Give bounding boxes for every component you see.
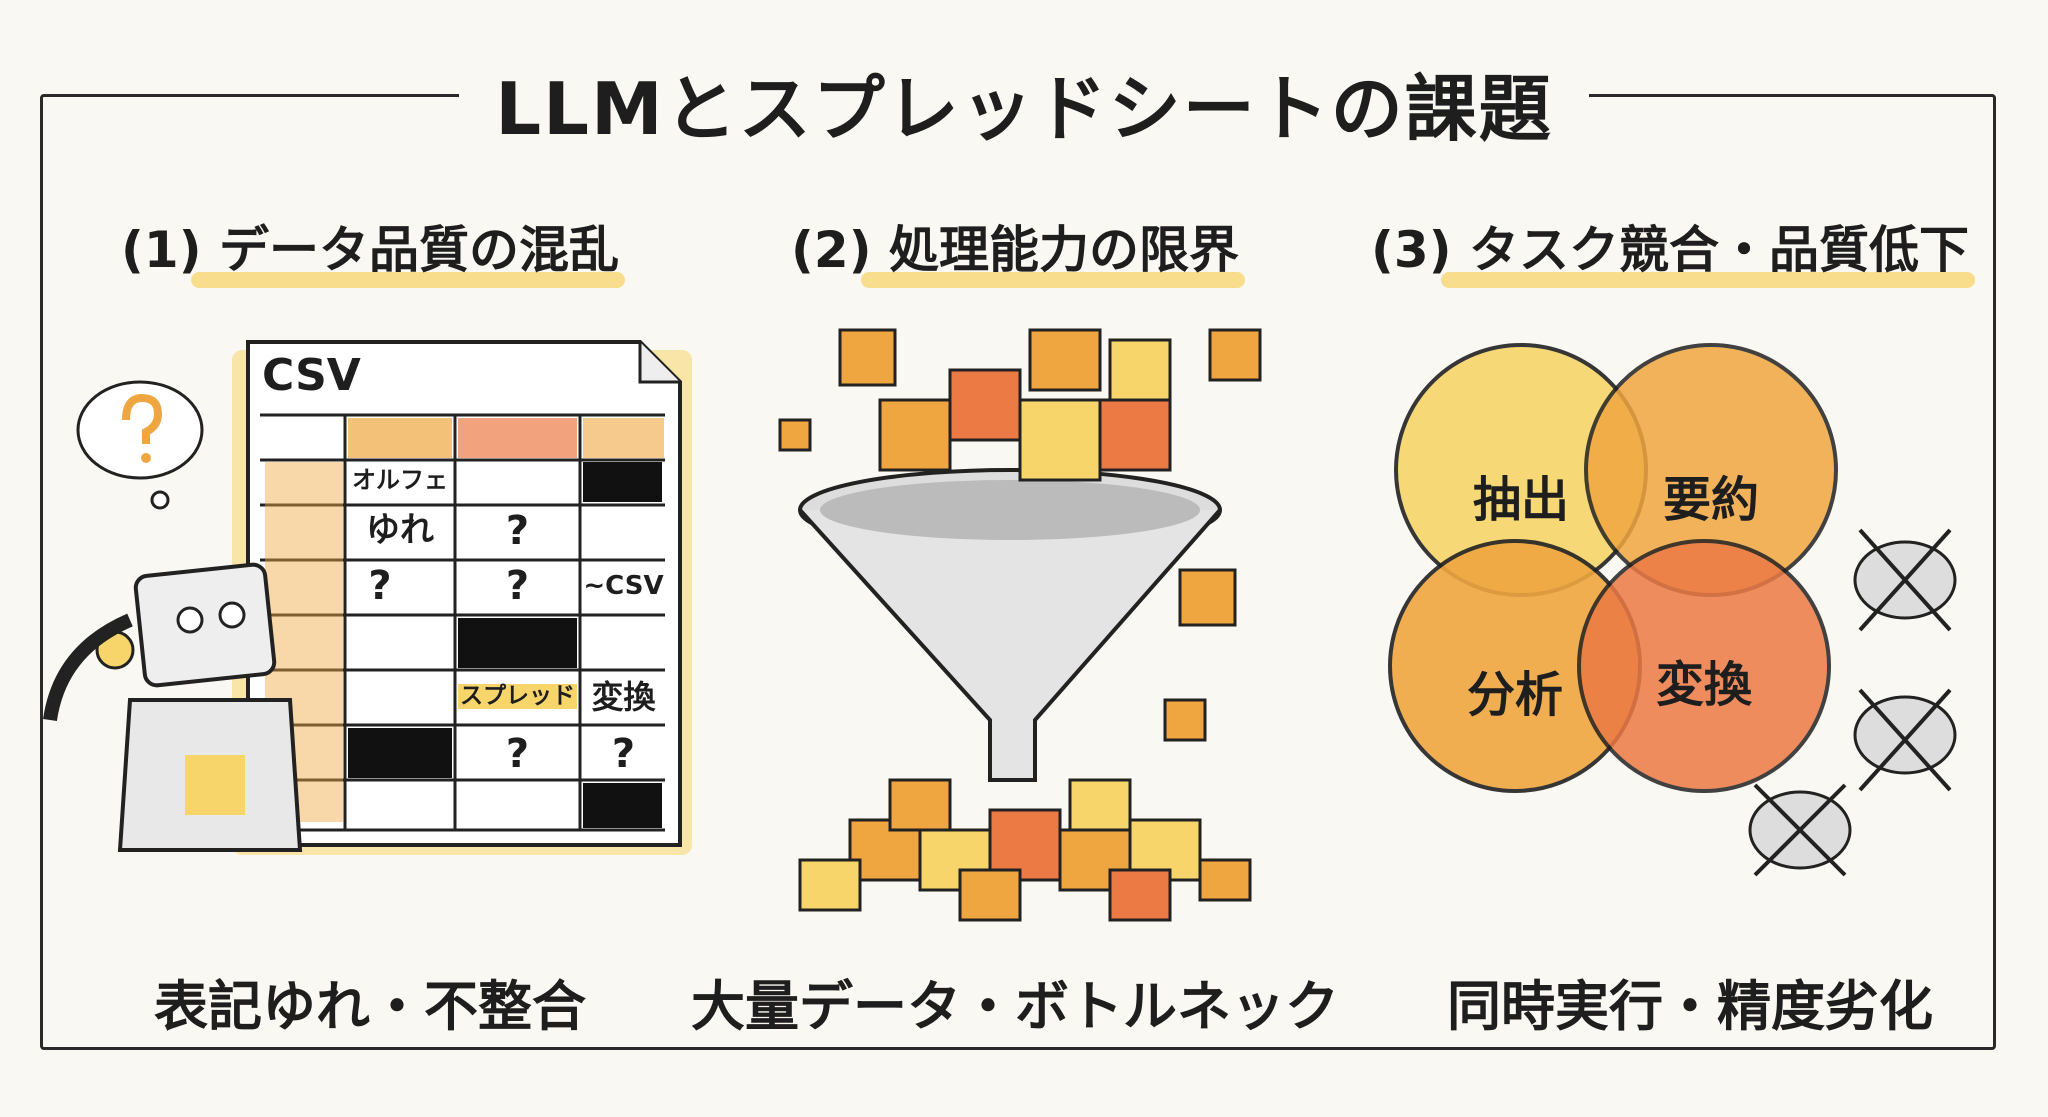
bubble-summarize: 要約 xyxy=(1662,472,1760,528)
sheet-cell: ? xyxy=(505,563,530,609)
sheet-cell: オルフェ xyxy=(352,466,448,494)
sheet-cell: ゆれ xyxy=(366,510,434,550)
sheet-cell: ~CSV xyxy=(583,571,664,601)
caption-processing-limit: 大量データ・ボトルネック xyxy=(691,975,1339,1038)
funnel-illustration xyxy=(798,468,1222,782)
section-heading-processing-limit: (2) 処理能力の限界 xyxy=(791,210,1245,288)
bubble-extract: 抽出 xyxy=(1472,472,1570,528)
confused-robot-illustration xyxy=(43,380,303,852)
sheet-cell: スプレッド xyxy=(458,683,577,710)
section-heading-task-conflict: (3) タスク競合・品質低下 xyxy=(1371,210,1975,288)
failure-clouds xyxy=(1748,528,1957,877)
page-title: LLMとスプレッドシートの課題 xyxy=(0,50,2048,155)
bubble-analyze: 分析 xyxy=(1466,667,1564,723)
task-bubbles xyxy=(1388,343,1838,793)
data-cubes xyxy=(778,328,1262,922)
bubble-transform: 変換 xyxy=(1655,657,1753,713)
csv-label: CSV xyxy=(262,350,361,401)
section-heading-data-quality: (1) データ品質の混乱 xyxy=(121,210,625,288)
sheet-cell: ? xyxy=(611,731,636,777)
sheet-cell: ? xyxy=(368,563,392,609)
caption-task-conflict: 同時実行・精度劣化 xyxy=(1447,975,1933,1038)
csv-sheet-illustration xyxy=(232,340,692,855)
caption-data-quality: 表記ゆれ・不整合 xyxy=(154,975,586,1038)
sheet-cell: ? xyxy=(505,508,530,554)
sheet-cell: ? xyxy=(505,731,530,777)
sheet-cell: 変換 xyxy=(591,678,656,716)
